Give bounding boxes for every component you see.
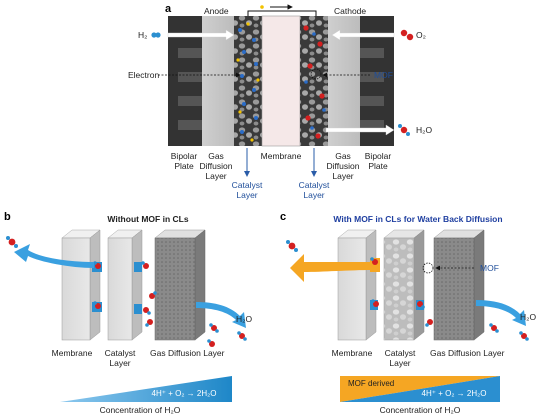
h2-inflow-arrow: [167, 29, 235, 41]
label-o2: O₂: [416, 30, 426, 40]
panel-b-title: Without MOF in CLs: [107, 214, 188, 224]
backflow-arrow-c: [290, 254, 372, 282]
electron-dot: [260, 5, 264, 9]
label-mof-a: MOF: [374, 70, 393, 80]
outflow-arrow-c: [476, 300, 526, 326]
gas-diffusion-layer-right: [328, 16, 360, 146]
mof-marker-a: [310, 68, 322, 80]
label-electron: Electron: [128, 70, 159, 80]
concentration-wedge-c: [340, 376, 500, 402]
label-h2o-a: H₂O: [416, 125, 432, 135]
concentration-label-c: Concentration of H₂O: [380, 405, 461, 415]
mof-marker-c: [422, 262, 434, 274]
panel-c-title: With MOF in CLs for Water Back Diffusion: [333, 214, 502, 224]
water-clusters-c: [370, 257, 433, 327]
panel-a-cell: [168, 15, 394, 147]
catalyst-slab-b: [107, 237, 133, 341]
panel-c-slabs: [337, 229, 485, 341]
gdl-slab-b: [154, 237, 196, 341]
label-h2o-c: H₂O: [520, 312, 536, 322]
panel-b-slabs: [61, 229, 206, 341]
h2o-molecule-icon-b-left: [6, 236, 18, 248]
mof-derived-label: MOF derived: [348, 379, 394, 388]
label-gdl-b: Gas Diffusion Layer: [150, 348, 225, 358]
outflow-arrow-b: [196, 302, 246, 328]
label-mof-c: MOF: [480, 263, 499, 273]
reaction-c: 4H⁺ + O₂ → 2H₂O: [422, 389, 487, 398]
label-h2: H₂: [138, 30, 147, 40]
label-cathode: Cathode: [334, 6, 366, 16]
concentration-label-b: Concentration of H₂O: [100, 405, 181, 415]
label-membrane-b: Membrane: [52, 348, 93, 358]
membrane-slab-c: [337, 237, 367, 341]
water-clusters-b: [92, 261, 157, 327]
membrane-slab-b: [61, 237, 91, 341]
label-membrane-c: Membrane: [332, 348, 373, 358]
reaction-b: 4H⁺ + O₂ → 2H₂O: [152, 389, 217, 398]
h2o-outflow-arrow: [325, 124, 395, 136]
membrane-a: [261, 15, 301, 147]
h2o-molecule-icon-b-right: [207, 323, 247, 347]
o2-inflow-arrow: [331, 29, 395, 41]
label-anode: Anode: [204, 6, 229, 16]
h2-molecule-icon: [151, 32, 161, 38]
backflow-arrow-b: [14, 244, 94, 268]
concentration-wedge-b: [60, 376, 232, 402]
o2-molecule-icon: [400, 29, 414, 41]
label-h2o-b: H₂O: [236, 314, 252, 324]
panel-a-letter: a: [165, 3, 172, 15]
label-membrane-a: Membrane: [261, 151, 302, 161]
panel-b-letter: b: [4, 211, 11, 223]
particles-left: [236, 22, 260, 142]
particles-right: [303, 25, 326, 139]
h2o-molecule-icon-c-left: [286, 240, 298, 252]
gdl-slab-c: [433, 237, 475, 341]
h2o-molecule-icon-a: [398, 124, 410, 136]
h2o-molecule-icon-c-right: [489, 323, 529, 341]
external-circuit: [247, 10, 317, 16]
label-gdl-c: Gas Diffusion Layer: [430, 348, 505, 358]
panel-c-letter: c: [280, 211, 286, 223]
catalyst-slab-c: [383, 237, 415, 341]
